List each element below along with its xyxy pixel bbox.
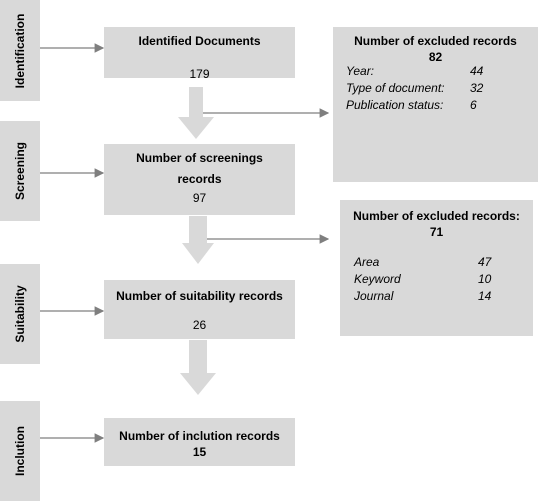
suitability-title: Number of suitability records bbox=[116, 289, 283, 303]
stage-label: Inclution bbox=[13, 426, 27, 476]
excluded-2-title: Number of excluded records: bbox=[353, 209, 520, 223]
screening-value: 97 bbox=[192, 191, 207, 206]
identified-value: 179 bbox=[189, 67, 210, 78]
stage-label: Screening bbox=[13, 141, 27, 201]
suitability-box: Number of suitability records 26 bbox=[104, 280, 295, 339]
excluded-1-row-label: Type of document: bbox=[346, 81, 445, 95]
excluded-2-row-label: Keyword bbox=[354, 272, 401, 286]
identified-documents-box: Identified Documents 179 bbox=[104, 27, 295, 78]
excluded-records-box-2: Number of excluded records: 71 Area 47 K… bbox=[340, 200, 533, 336]
excluded-2-row-value: 14 bbox=[478, 289, 492, 303]
screening-box: Number of screenings records 97 bbox=[104, 144, 295, 215]
excluded-2-total: 71 bbox=[429, 225, 444, 240]
stage-tab-inclution: Inclution bbox=[0, 401, 40, 501]
stage-tab-identification: Identification bbox=[0, 0, 40, 101]
excluded-records-box-1: Number of excluded records 82 Year: 44 T… bbox=[333, 27, 538, 182]
excluded-1-row-value: 44 bbox=[470, 64, 484, 78]
excluded-1-row-label: Year: bbox=[346, 64, 375, 78]
stage-label: Suitability bbox=[13, 285, 27, 343]
suitability-value: 26 bbox=[192, 318, 207, 333]
excluded-1-title: Number of excluded records bbox=[354, 34, 517, 48]
screening-title-1: Number of screenings bbox=[136, 151, 263, 165]
excluded-1-row-value: 6 bbox=[470, 98, 477, 112]
excluded-2-row-value: 47 bbox=[478, 255, 492, 269]
excluded-1-row-value: 32 bbox=[470, 81, 484, 95]
screening-title-2: records bbox=[177, 172, 222, 187]
excluded-2-row-value: 10 bbox=[478, 272, 492, 286]
excluded-1-total: 82 bbox=[428, 50, 443, 65]
down-arrow-2 bbox=[182, 216, 214, 264]
inclusion-value: 15 bbox=[192, 445, 207, 460]
down-arrow-3 bbox=[180, 340, 216, 395]
inclusion-title: Number of inclution records bbox=[119, 429, 280, 443]
stage-tab-suitability: Suitability bbox=[0, 264, 40, 364]
down-arrow-1 bbox=[178, 87, 214, 139]
inclusion-box: Number of inclution records 15 bbox=[104, 418, 295, 466]
identified-title: Identified Documents bbox=[138, 34, 261, 48]
stage-tab-screening: Screening bbox=[0, 121, 40, 221]
stage-label: Identification bbox=[13, 13, 27, 88]
excluded-1-row-label: Publication status: bbox=[346, 98, 444, 112]
excluded-2-row-label: Area bbox=[354, 255, 380, 269]
excluded-2-row-label: Journal bbox=[354, 289, 394, 303]
